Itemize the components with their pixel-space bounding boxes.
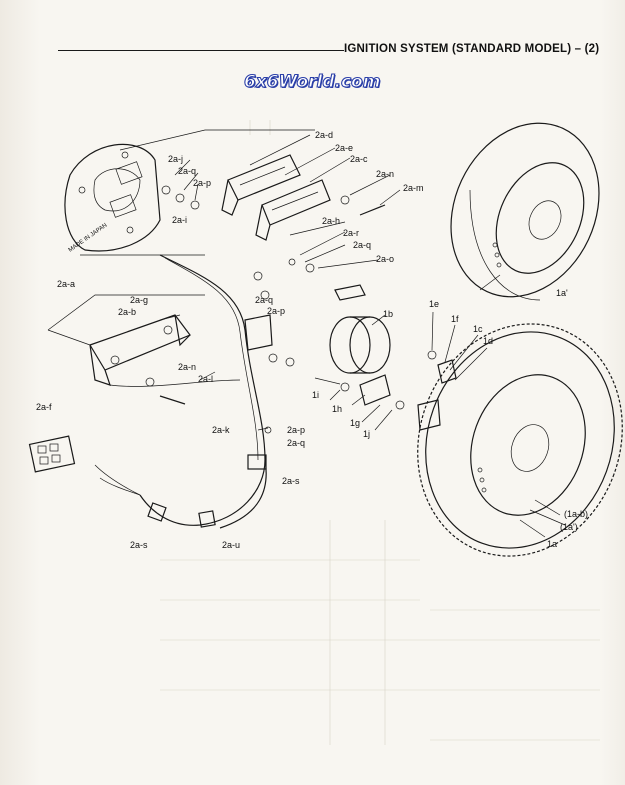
callout-2a-j: 2a-j [168,154,183,164]
stator-plate: MADE IN JAPAN [64,143,161,254]
callout-2a-n: 2a-n [376,169,394,179]
callout-2a-q: 2a-q [178,166,196,176]
callout-2a-q: 2a-q [353,240,371,250]
watermark: 6x6World.com [243,71,381,92]
callout-1a: 1a [547,539,557,549]
callout-2a-d: 2a-d [315,130,333,140]
callout-1i: 1i [312,390,319,400]
leader-lines [159,134,566,538]
pulser-coils [221,154,331,241]
callout-1h: 1h [332,404,342,414]
callout-2a-a: 2a-a [57,279,75,289]
callout-2a-u: 2a-u [222,540,240,550]
callout-2a-p: 2a-p [287,425,305,435]
connector-2a-f [28,435,76,473]
callout-2a-m: 2a-m [403,183,424,193]
fasteners [145,185,457,434]
wire-clamps [147,454,267,528]
callout-1e: 1e [429,299,439,309]
group-bracket [47,129,315,346]
callout-2a-q: 2a-q [287,438,305,448]
callout-1a-prime-top: 1a' [556,288,568,298]
callout-2a-g: 2a-g [130,295,148,305]
callout-2a-p: 2a-p [267,306,285,316]
callout-2a-k: 2a-k [212,425,230,435]
callout-2a-f: 2a-f [36,402,52,412]
callout-labels: 2a-j 2a-q 2a-p 2a-i 2a-d 2a-e 2a-c 2a-n … [36,130,588,550]
callout-2a-i: 2a-i [172,215,187,225]
stator-inscription: MADE IN JAPAN [68,223,109,254]
flywheel-rotor [450,122,600,301]
collar-1b [329,316,391,374]
callout-1g: 1g [350,418,360,428]
callout-1c: 1c [473,324,483,334]
bleed-through-table [160,120,600,745]
callout-2a-b: 2a-b [118,307,136,317]
callout-1f: 1f [451,314,459,324]
callout-2a-s: 2a-s [130,540,148,550]
callout-1a-prime: (1a') [560,522,578,532]
callout-2a-o: 2a-o [376,254,394,264]
callout-1b: 1b [383,309,393,319]
flywheel-ring-gear [417,323,623,557]
callout-2a-q: 2a-q [255,295,273,305]
callout-2a-l: 2a-l [198,374,213,384]
callout-1j: 1j [363,429,370,439]
callout-2a-c: 2a-c [350,154,368,164]
wiring-harness [94,254,267,529]
callout-1d: 1d [483,336,493,346]
callout-2a-s: 2a-s [282,476,300,486]
ignition-coil [89,314,191,386]
callout-2a-e: 2a-e [335,143,353,153]
callout-2a-h: 2a-h [322,216,340,226]
callout-2a-p: 2a-p [193,178,211,188]
header-rule [58,50,344,51]
callout-2a-r: 2a-r [343,228,359,238]
callout-1a-b: (1a-b) [564,509,588,519]
page-title: IGNITION SYSTEM (STANDARD MODEL) – (2) [344,43,600,55]
callout-2a-n: 2a-n [178,362,196,372]
